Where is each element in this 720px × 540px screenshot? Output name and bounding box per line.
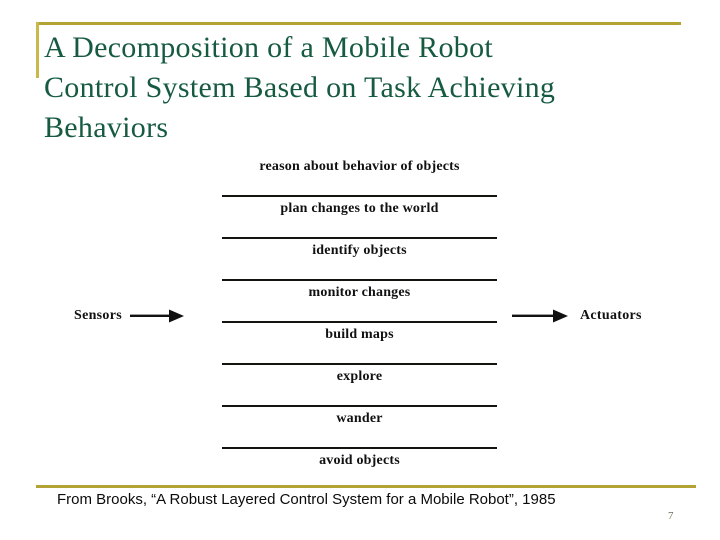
slide-title: A Decomposition of a Mobile Robot Contro…: [44, 28, 684, 148]
actuators-label: Actuators: [580, 308, 642, 323]
source-citation: From Brooks, “A Robust Layered Control S…: [57, 491, 556, 508]
layer-label: monitor changes: [308, 285, 411, 300]
top-accent-rule: [36, 22, 681, 25]
layer-label: explore: [336, 369, 383, 384]
behavior-layer-stack: reason about behavior of objects plan ch…: [222, 155, 497, 491]
layer-row: plan changes to the world: [222, 197, 497, 239]
layer-separator: [222, 195, 497, 197]
layer-separator: [222, 237, 497, 239]
layer-label: identify objects: [312, 243, 407, 258]
layer-row: identify objects: [222, 239, 497, 281]
layer-separator: [222, 447, 497, 449]
arrow-right-icon: [512, 308, 570, 324]
arrow-right-icon: [130, 308, 186, 324]
layer-row: monitor changes: [222, 281, 497, 323]
sensors-label: Sensors: [74, 308, 122, 323]
brooks-subsumption-diagram: Sensors reason about behavior of objects…: [60, 155, 690, 475]
bottom-accent-rule: [36, 485, 696, 488]
layer-row: wander: [222, 407, 497, 449]
title-line-2: Control System Based on Task Achieving: [44, 71, 556, 104]
layer-row: avoid objects: [222, 449, 497, 491]
layer-label: wander: [336, 411, 383, 426]
title-line-1: A Decomposition of a Mobile Robot: [44, 31, 494, 64]
layer-row: reason about behavior of objects: [222, 155, 497, 197]
layer-label: reason about behavior of objects: [259, 159, 460, 174]
left-accent-rule: [36, 22, 39, 78]
layer-label: avoid objects: [319, 453, 400, 468]
layer-separator: [222, 321, 497, 323]
layer-row: build maps: [222, 323, 497, 365]
page-number: 7: [668, 510, 674, 522]
title-line-3: Behaviors: [44, 111, 169, 144]
sensors-input-group: Sensors: [74, 308, 186, 324]
layer-label: build maps: [325, 327, 394, 342]
layer-separator: [222, 363, 497, 365]
layer-separator: [222, 279, 497, 281]
layer-separator: [222, 405, 497, 407]
layer-label: plan changes to the world: [280, 201, 439, 216]
actuators-output-group: Actuators: [512, 308, 642, 324]
layer-row: explore: [222, 365, 497, 407]
